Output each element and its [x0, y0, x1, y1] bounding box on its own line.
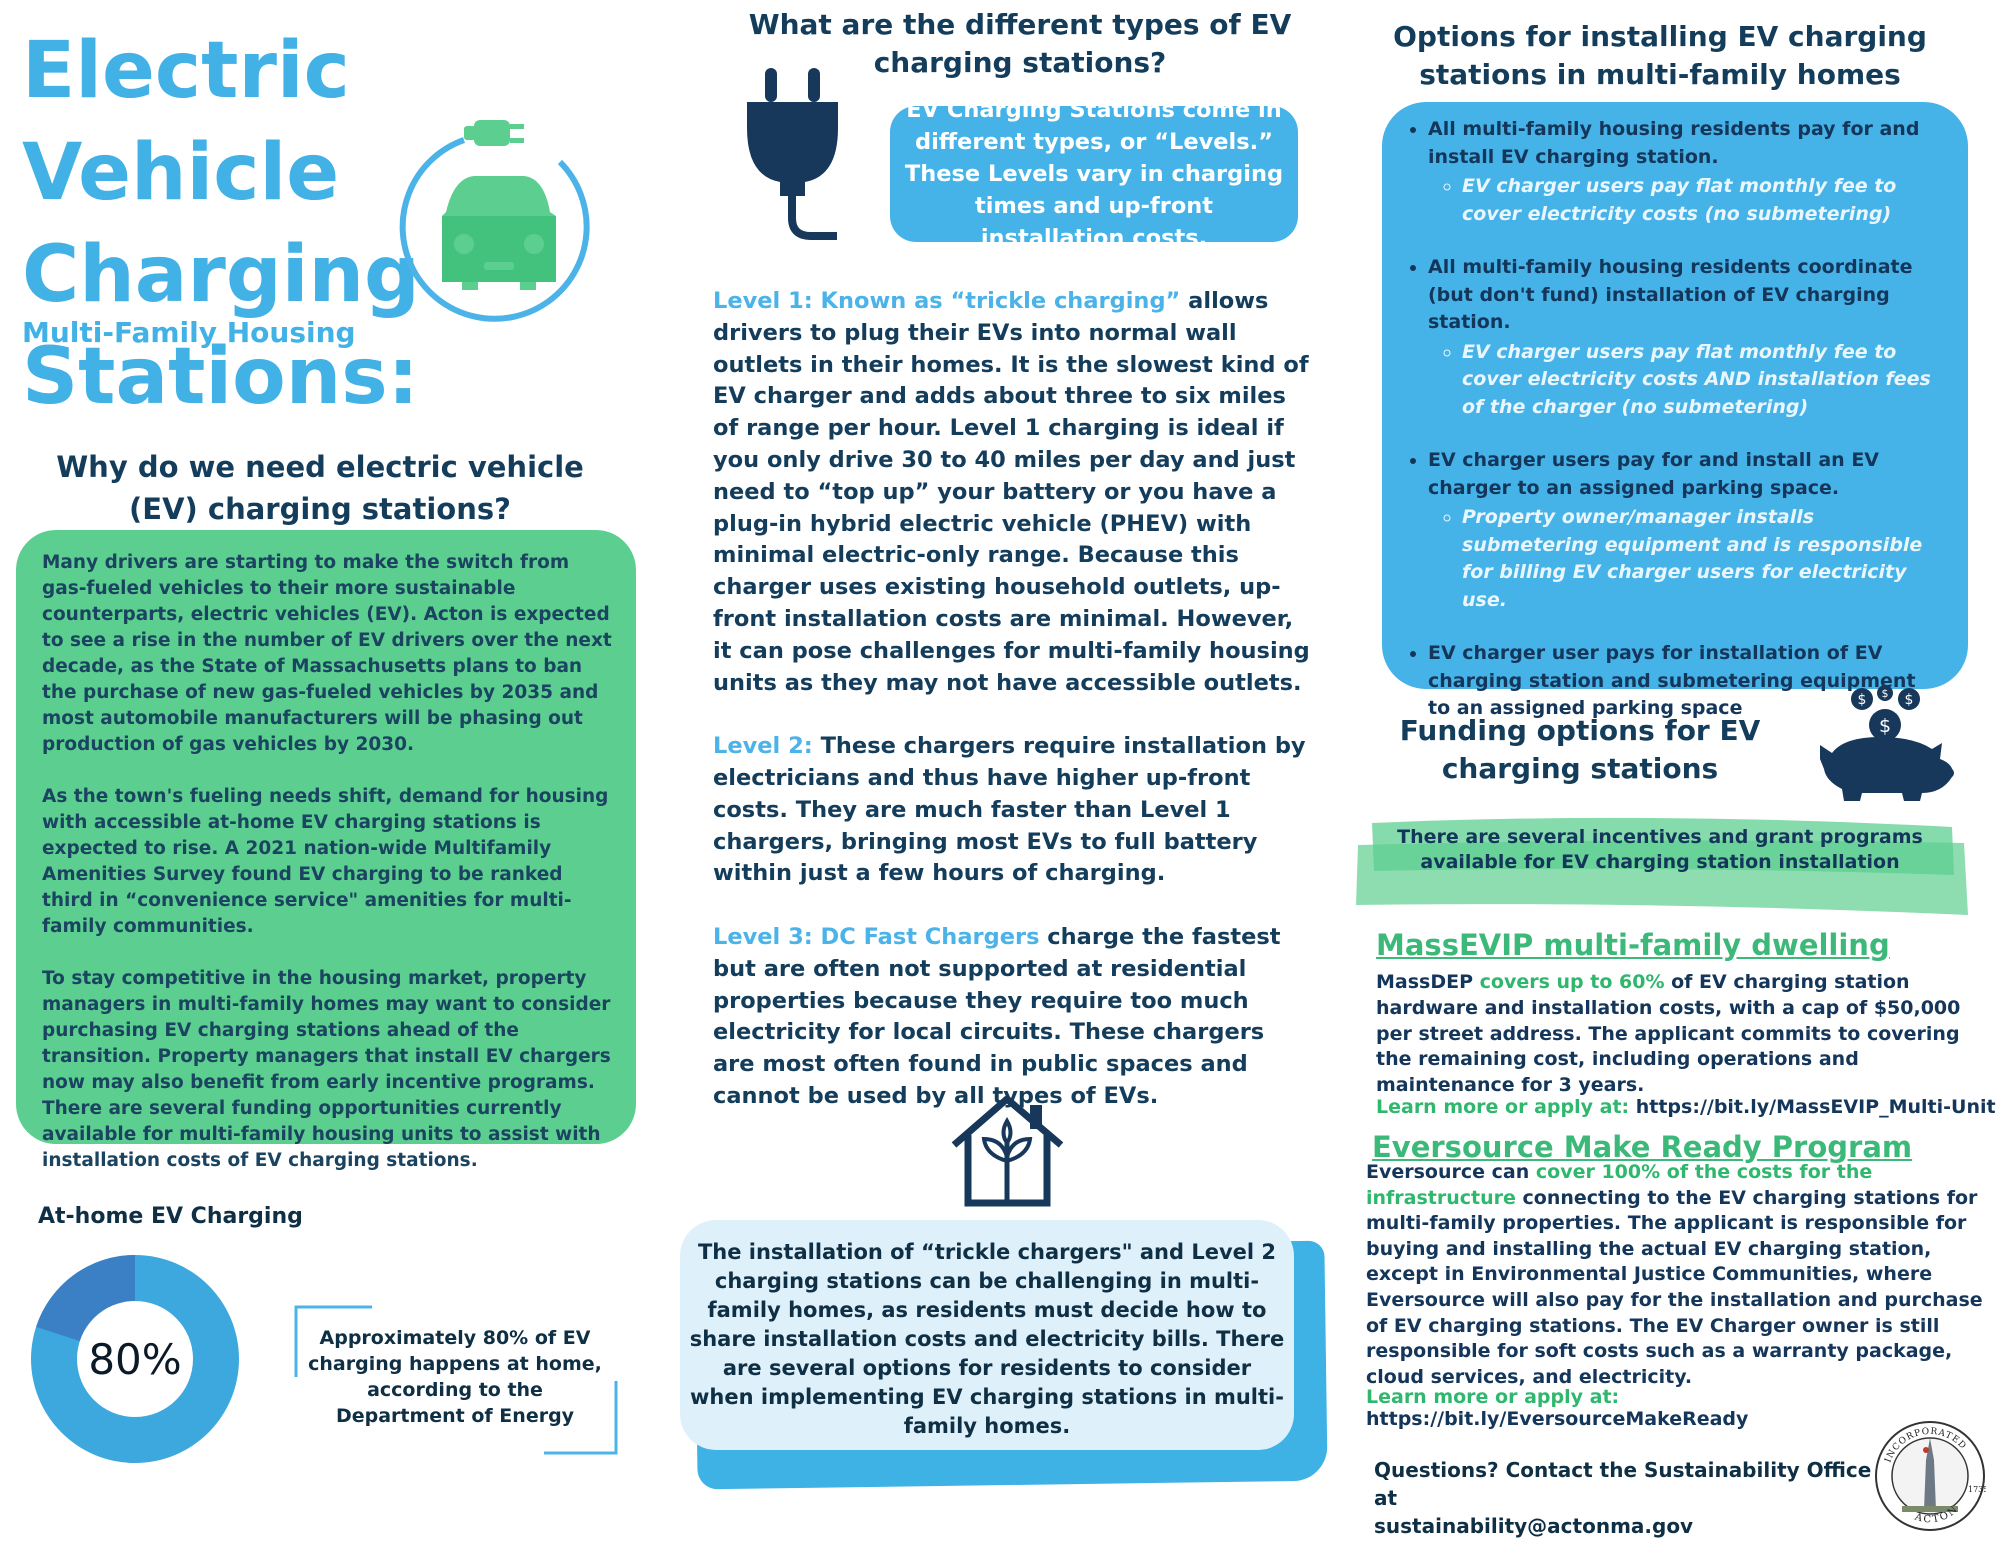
piggy-bank-icon: $ $ $ $	[1820, 685, 1954, 801]
options-heading: Options for installing EV charging stati…	[1393, 20, 1927, 91]
option-item: All multi-family housing residents pay f…	[1428, 116, 1944, 228]
levels-intro-bubble: EV Charging Stations come in different t…	[890, 97, 1298, 251]
funding-intro-highlight	[1356, 817, 1968, 915]
page-title: Electric Vehicle Charging Stations:	[22, 20, 622, 428]
title-line-2: Charging	[22, 230, 420, 320]
levels-intro-text: EV Charging Stations come in different t…	[904, 97, 1284, 251]
title-line-3: Stations:	[22, 332, 419, 422]
option-subitem: Property owner/manager installs submeter…	[1462, 504, 1944, 614]
why-paragraph: Many drivers are starting to make the sw…	[42, 552, 612, 755]
eversource-title: Eversource Make Ready Program	[1372, 1130, 1913, 1164]
option-subitem: EV charger users pay flat monthly fee to…	[1462, 339, 1944, 422]
house-plant-icon	[951, 1095, 1064, 1207]
level-2-label: Level 2:	[713, 733, 813, 760]
donut-percent-label: 80%	[88, 1335, 181, 1384]
svg-text:$: $	[1905, 692, 1914, 708]
level-1-label: Level 1: Known as “trickle charging”	[713, 288, 1181, 314]
level-2-text: These chargers require installation by e…	[713, 733, 1306, 887]
option-item: All multi-family housing residents coord…	[1428, 254, 1944, 421]
level-3-paragraph: Level 3: DC Fast Chargers charge the fas…	[713, 922, 1313, 1113]
levels-description: Level 1: Known as “trickle charging” all…	[713, 286, 1313, 1145]
option-item: EV charger users pay for and install an …	[1428, 447, 1944, 614]
svg-text:$: $	[1858, 692, 1867, 708]
page-subtitle: Multi-Family Housing	[22, 316, 356, 349]
svg-text:$: $	[1882, 687, 1889, 700]
home-charging-donut: 80%	[31, 1255, 239, 1463]
funding-heading: Funding options for EV charging stations	[1399, 714, 1761, 785]
contact-line: Questions? Contact the Sustainability Of…	[1374, 1458, 1872, 1510]
power-plug-icon	[747, 68, 838, 240]
eversource-learn-more: Learn more or apply at: https://bit.ly/E…	[1366, 1386, 1749, 1430]
eversource-link[interactable]: https://bit.ly/EversourceMakeReady	[1366, 1408, 1749, 1430]
why-heading: Why do we need electric vehicle (EV) cha…	[56, 450, 584, 526]
types-heading: What are the different types of EV charg…	[748, 8, 1292, 79]
level-1-text: allows drivers to plug their EVs into no…	[713, 288, 1310, 696]
massevip-description: MassDEP covers up to 60% of EV charging …	[1376, 971, 1961, 1097]
funding-intro-text: There are several incentives and grant p…	[1397, 826, 1923, 873]
massevip-title: MassEVIP multi-family dwelling	[1376, 928, 1890, 962]
options-list: All multi-family housing residents pay f…	[1400, 116, 1944, 723]
contact-email[interactable]: sustainability@actonma.gov	[1374, 1514, 1694, 1538]
options-box: All multi-family housing residents pay f…	[1382, 102, 1968, 719]
level-1-paragraph: Level 1: Known as “trickle charging” all…	[713, 286, 1313, 699]
title-line-1: Electric Vehicle	[22, 26, 350, 218]
install-note-card: The installation of “trickle chargers" a…	[680, 1220, 1294, 1450]
svg-text:$: $	[1879, 715, 1891, 737]
massevip-highlight: covers up to 60%	[1479, 971, 1665, 993]
option-subitem: EV charger users pay flat monthly fee to…	[1462, 173, 1944, 228]
town-seal: INCORPORATED 1735 ACTON	[1875, 1421, 1986, 1531]
option-item: EV charger user pays for installation of…	[1428, 640, 1944, 723]
massevip-learn-more: Learn more or apply at: https://bit.ly/M…	[1376, 1096, 1996, 1118]
athome-callout-text: Approximately 80% of EV charging happens…	[308, 1327, 602, 1427]
contact-info: Questions? Contact the Sustainability Of…	[1374, 1456, 1874, 1540]
level-3-label: Level 3: DC Fast Chargers	[713, 923, 1040, 950]
why-info-box: Many drivers are starting to make the sw…	[16, 530, 636, 1171]
eversource-highlight: cover 100% of the costs for the infrastr…	[1366, 1161, 1873, 1209]
ev-car-plug-icon	[399, 120, 590, 322]
massevip-link[interactable]: https://bit.ly/MassEVIP_Multi-Unit	[1629, 1096, 1996, 1118]
why-paragraph: As the town's fueling needs shift, deman…	[42, 786, 609, 937]
install-note-text: The installation of “trickle chargers" a…	[689, 1240, 1285, 1438]
level-3-text: charge the fastest but are often not sup…	[713, 923, 1281, 1109]
donut-hole	[77, 1301, 193, 1417]
callout-frame	[294, 1305, 618, 1455]
why-paragraph: To stay competitive in the housing marke…	[42, 968, 611, 1171]
eversource-description: Eversource can cover 100% of the costs f…	[1366, 1161, 1983, 1388]
level-2-paragraph: Level 2: These chargers require installa…	[713, 731, 1313, 890]
seal-year: 1735	[1968, 1485, 1986, 1494]
athome-chart-label: At-home EV Charging	[38, 1204, 303, 1229]
